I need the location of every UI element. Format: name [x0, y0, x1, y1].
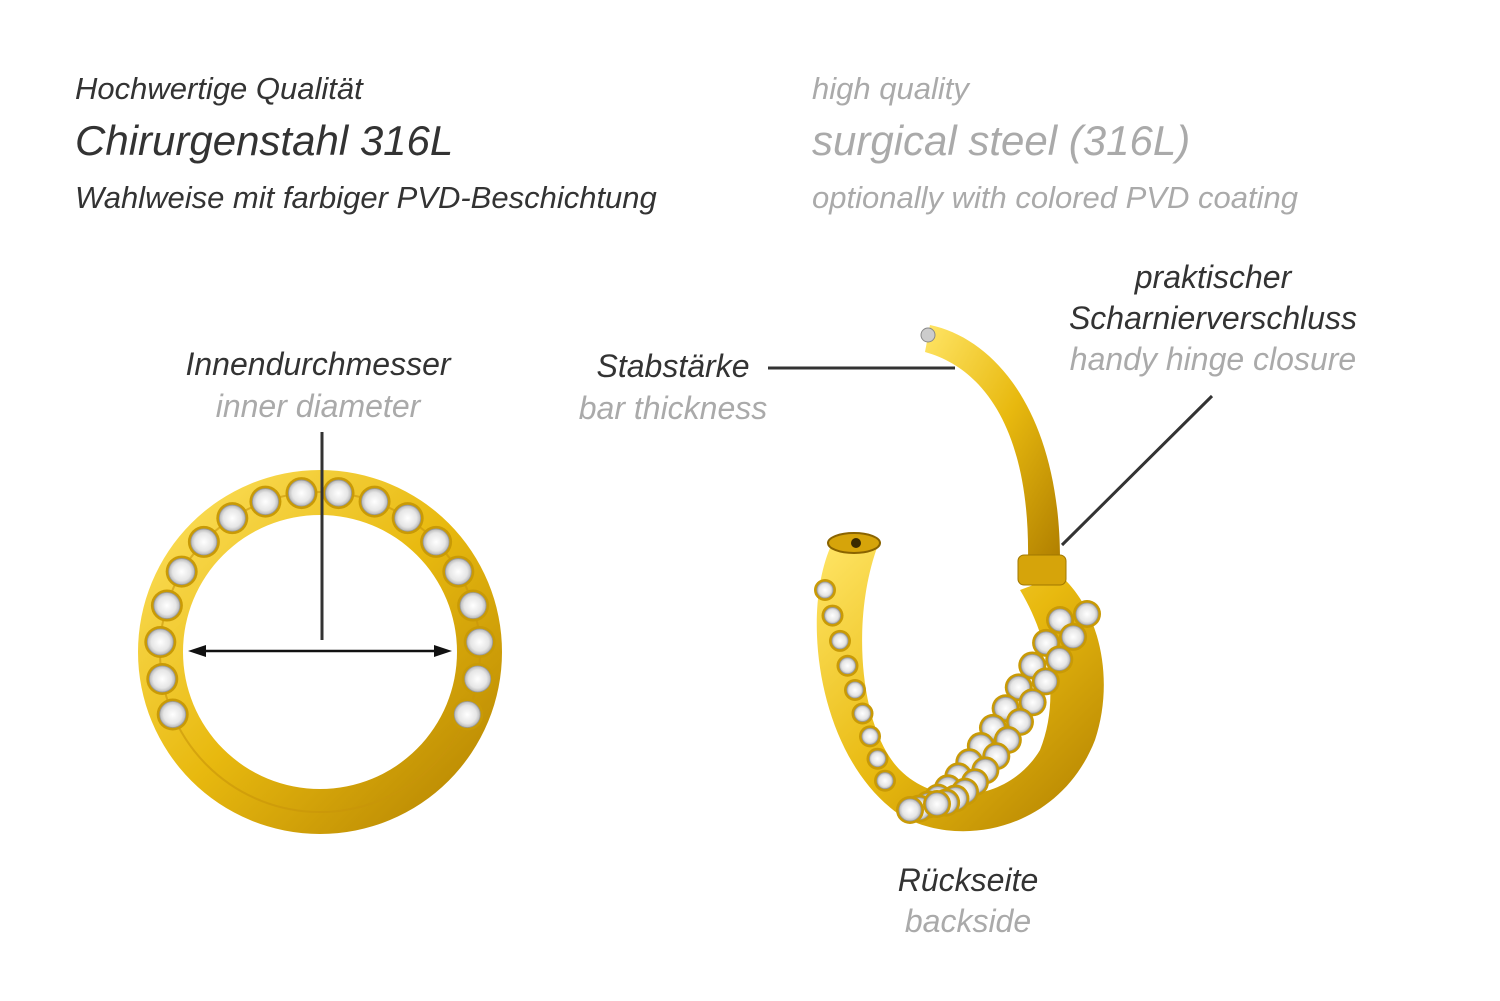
gem-stone [854, 705, 871, 722]
header-en-coating: optionally with colored PVD coating [812, 180, 1298, 215]
gem-stone [444, 558, 472, 585]
backside-label-en: backside [904, 903, 1032, 939]
gem-stone [459, 592, 487, 619]
gem-stone [148, 665, 176, 693]
header-de-coating: Wahlweise mit farbiger PVD-Beschichtung [75, 180, 657, 215]
gem-stone [453, 701, 481, 728]
gem-stone [846, 681, 864, 699]
bar-thickness-label-de: Stabstärke [596, 348, 750, 384]
gem-stone [159, 701, 187, 728]
gem-stone [218, 504, 246, 532]
gem-stone [876, 772, 894, 790]
front-view-ring [138, 470, 502, 834]
gem-stone [824, 607, 841, 624]
inner-diameter-label-de: Innendurchmesser [185, 346, 451, 382]
gem-stone [1008, 710, 1032, 734]
gem-stone [422, 528, 450, 556]
gem-stone [466, 628, 494, 656]
bar-thickness-label-en: bar thickness [578, 390, 768, 426]
back-ring-lower-band [816, 545, 1104, 832]
gem-stone [190, 528, 218, 556]
hinge-label-de-2: Scharnierverschluss [1068, 300, 1358, 336]
gem-stone [839, 657, 856, 675]
gem-stone [869, 750, 886, 768]
gem-stone [168, 558, 196, 585]
gem-stone [1034, 669, 1058, 693]
gem-stone [394, 504, 422, 532]
gem-stone [1061, 625, 1085, 649]
back-view-ring [814, 325, 1104, 832]
gem-stone [925, 792, 949, 816]
hinge-leader-line [1060, 394, 1214, 547]
back-ring-gems [814, 579, 1101, 824]
inner-diameter-indicator [188, 432, 452, 657]
hinge-label-en: handy hinge closure [1069, 341, 1357, 377]
gem-stone [831, 632, 849, 650]
inner-diameter-label-en: inner diameter [215, 388, 421, 424]
header-de-material: Chirurgenstahl 316L [75, 117, 454, 164]
hinge-label-de-1: praktischer [1134, 259, 1292, 295]
gem-stone [361, 488, 388, 515]
gem-stone [153, 592, 181, 619]
gem-stone [1047, 648, 1071, 671]
back-ring-hinged-bar [925, 325, 1060, 560]
gem-stone [861, 727, 879, 745]
header-en-quality: high quality [812, 71, 969, 106]
header-de-quality: Hochwertige Qualität [75, 71, 363, 106]
hinge-joint [1017, 554, 1067, 586]
header-en-material: surgical steel (316L) [812, 117, 1191, 164]
gem-stone [146, 628, 174, 656]
gem-stone [464, 665, 492, 693]
gem-stone [898, 798, 922, 822]
gem-stone [816, 581, 834, 599]
gem-stone [1021, 690, 1045, 714]
arrow-right-icon [434, 645, 452, 657]
arrow-left-icon [188, 645, 206, 657]
gem-stone [325, 479, 352, 507]
gem-stone [252, 488, 279, 515]
front-ring-gems [144, 477, 496, 731]
gem-stone [288, 479, 315, 507]
backside-label-de: Rückseite [897, 862, 1039, 898]
gem-stone [1075, 602, 1099, 626]
